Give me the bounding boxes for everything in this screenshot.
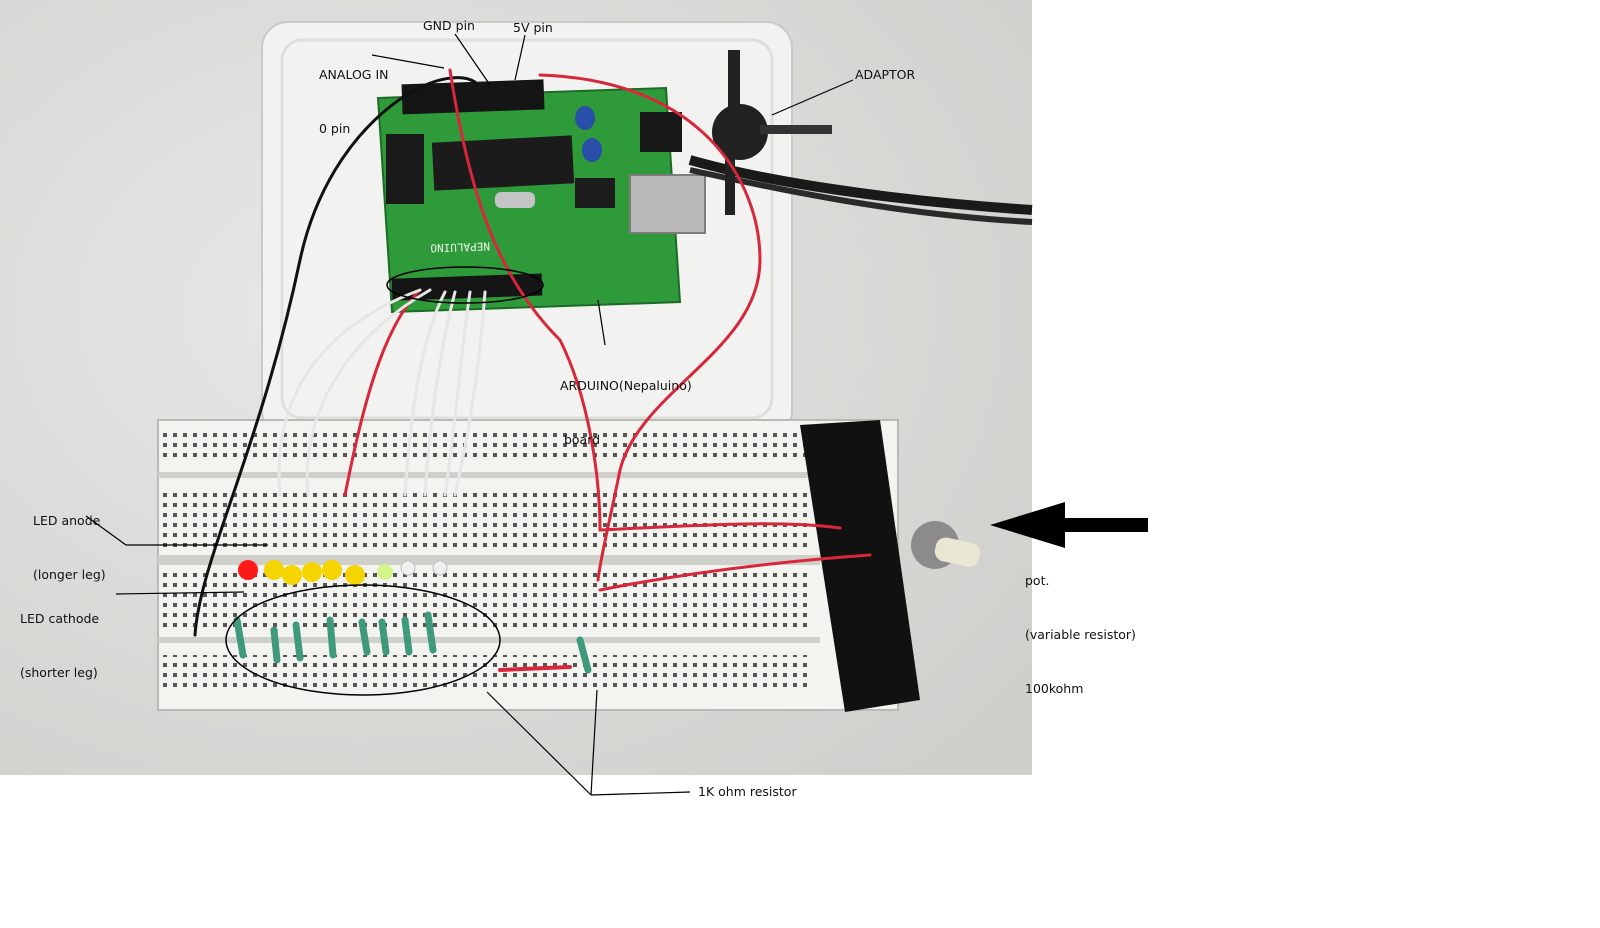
power-jack [640, 112, 682, 152]
gnd-pin-label: GND pin [423, 18, 475, 33]
microcontroller-chip [431, 135, 575, 191]
led-yellow [264, 560, 284, 580]
analog-in-label: ANALOG IN 0 pin [319, 67, 389, 136]
led-yellow [302, 562, 322, 582]
wires [193, 68, 872, 672]
resistor [576, 636, 592, 674]
resistor [358, 618, 371, 656]
resistor-group-ellipse [225, 584, 501, 696]
resistor [233, 616, 247, 659]
header-highlight-ellipse [386, 266, 544, 304]
arduino-board: NEPALUINO [376, 79, 706, 314]
led-white [432, 560, 448, 576]
led-cathode-label: LED cathode (shorter leg) [20, 611, 100, 680]
board-silkscreen: NEPALUINO [430, 239, 490, 254]
resistors [233, 611, 592, 674]
led-green [377, 564, 393, 580]
led-white [400, 560, 416, 576]
potentiometer [911, 521, 981, 569]
crystal [495, 192, 535, 208]
resistor [270, 626, 281, 664]
adaptor-label: ADAPTOR [855, 67, 916, 82]
led-yellow [322, 560, 342, 580]
adaptor [688, 50, 1033, 225]
led-yellow [345, 565, 365, 585]
resistor [424, 611, 437, 654]
5v-pin-label: 5V pin [513, 20, 553, 35]
resistor [326, 616, 337, 659]
led-yellow [282, 565, 302, 585]
capacitor [575, 106, 595, 130]
led-anode-label: LED anode (longer leg) [33, 513, 106, 582]
arduino-board-label: ARDUINO(Nepaluino) board [560, 378, 692, 447]
leader-lines [85, 33, 854, 796]
bottom-header [391, 273, 543, 301]
top-header [401, 79, 545, 115]
icsp-header [386, 134, 424, 204]
led-red [238, 560, 258, 580]
pot-label: pot. (variable resistor) 100kohm [1025, 573, 1136, 696]
led-row [238, 560, 448, 585]
usb-port [629, 174, 706, 234]
resistor [292, 621, 304, 662]
resistor [401, 616, 413, 656]
electrical-tape [800, 420, 920, 712]
resistor [378, 618, 390, 656]
capacitor [582, 138, 602, 162]
resistor-label: 1K ohm resistor [698, 784, 797, 799]
pot-arrow [990, 502, 1148, 548]
